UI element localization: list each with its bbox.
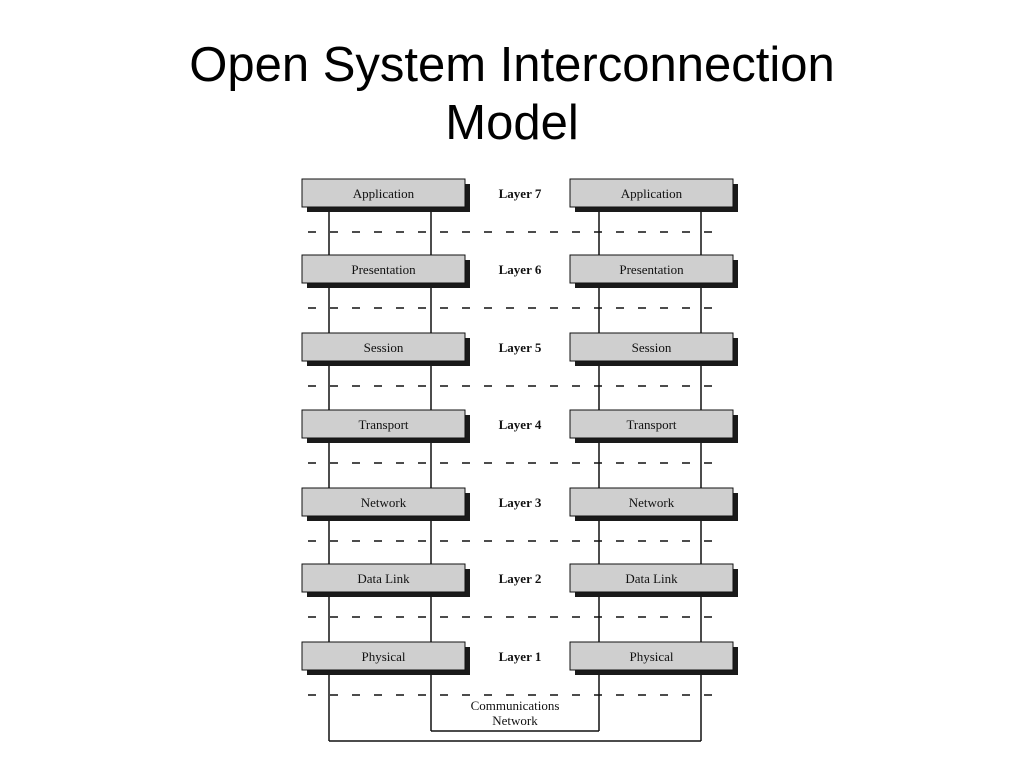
layer-name-left: Presentation [351,262,416,277]
box-face [301,641,466,671]
box-face [301,487,466,517]
box-face [569,641,734,671]
box-face [301,254,466,284]
network-label-line-1: Communications [471,698,560,713]
layer-box-left: Session [301,332,470,366]
box-face [569,409,734,439]
layer-box-left: Presentation [301,254,470,288]
slide-title: Open System Interconnection Model [0,36,1024,152]
layer-number-label: Layer 2 [499,571,542,586]
layer-name-right: Network [629,495,675,510]
box-face [569,563,734,593]
network-label-line-2: Network [492,713,538,728]
layer-box-left: Network [301,487,470,521]
layer-number-label: Layer 3 [499,495,542,510]
layer-row: Transport Transport Layer 4 [301,409,738,443]
network-label: Communications Network [471,698,560,728]
box-face [301,332,466,362]
title-line-2: Model [445,96,579,150]
box-face [301,178,466,208]
box-face [569,487,734,517]
box-face [301,409,466,439]
layer-row: Application Application Layer 7 [301,178,738,212]
layer-number-label: Layer 7 [499,186,542,201]
layer-box-right: Session [569,332,738,366]
layer-number-label: Layer 4 [499,417,542,432]
layer-box-left: Application [301,178,470,212]
box-face [569,178,734,208]
layer-name-left: Application [353,186,415,201]
layer-row: Data Link Data Link Layer 2 [301,563,738,597]
box-face [301,563,466,593]
layer-box-right: Transport [569,409,738,443]
layer-name-left: Network [361,495,407,510]
layer-number-label: Layer 5 [499,340,542,355]
layer-name-right: Application [621,186,683,201]
layer-name-right: Presentation [619,262,684,277]
layer-box-left: Transport [301,409,470,443]
layer-box-right: Data Link [569,563,738,597]
layer-row: Physical Physical Layer 1 [301,641,738,675]
layer-name-right: Session [632,340,672,355]
layer-number-label: Layer 1 [499,649,542,664]
layer-box-right: Application [569,178,738,212]
box-face [569,332,734,362]
layer-number-label: Layer 6 [499,262,542,277]
layer-row: Session Session Layer 5 [301,332,738,366]
layer-name-right: Data Link [625,571,678,586]
layer-row: Presentation Presentation Layer 6 [301,254,738,288]
layer-name-left: Physical [361,649,405,664]
box-face [569,254,734,284]
layer-box-left: Data Link [301,563,470,597]
layer-name-right: Transport [626,417,676,432]
layer-row: Network Network Layer 3 [301,487,738,521]
layer-name-left: Session [364,340,404,355]
layer-box-right: Network [569,487,738,521]
layer-name-right: Physical [629,649,673,664]
layer-box-right: Presentation [569,254,738,288]
layer-name-left: Data Link [357,571,410,586]
title-line-1: Open System Interconnection [189,38,835,92]
layer-name-left: Transport [358,417,408,432]
layer-box-left: Physical [301,641,470,675]
layer-box-right: Physical [569,641,738,675]
layer-rows: Application Application Layer 7 Presentatio… [301,178,738,675]
